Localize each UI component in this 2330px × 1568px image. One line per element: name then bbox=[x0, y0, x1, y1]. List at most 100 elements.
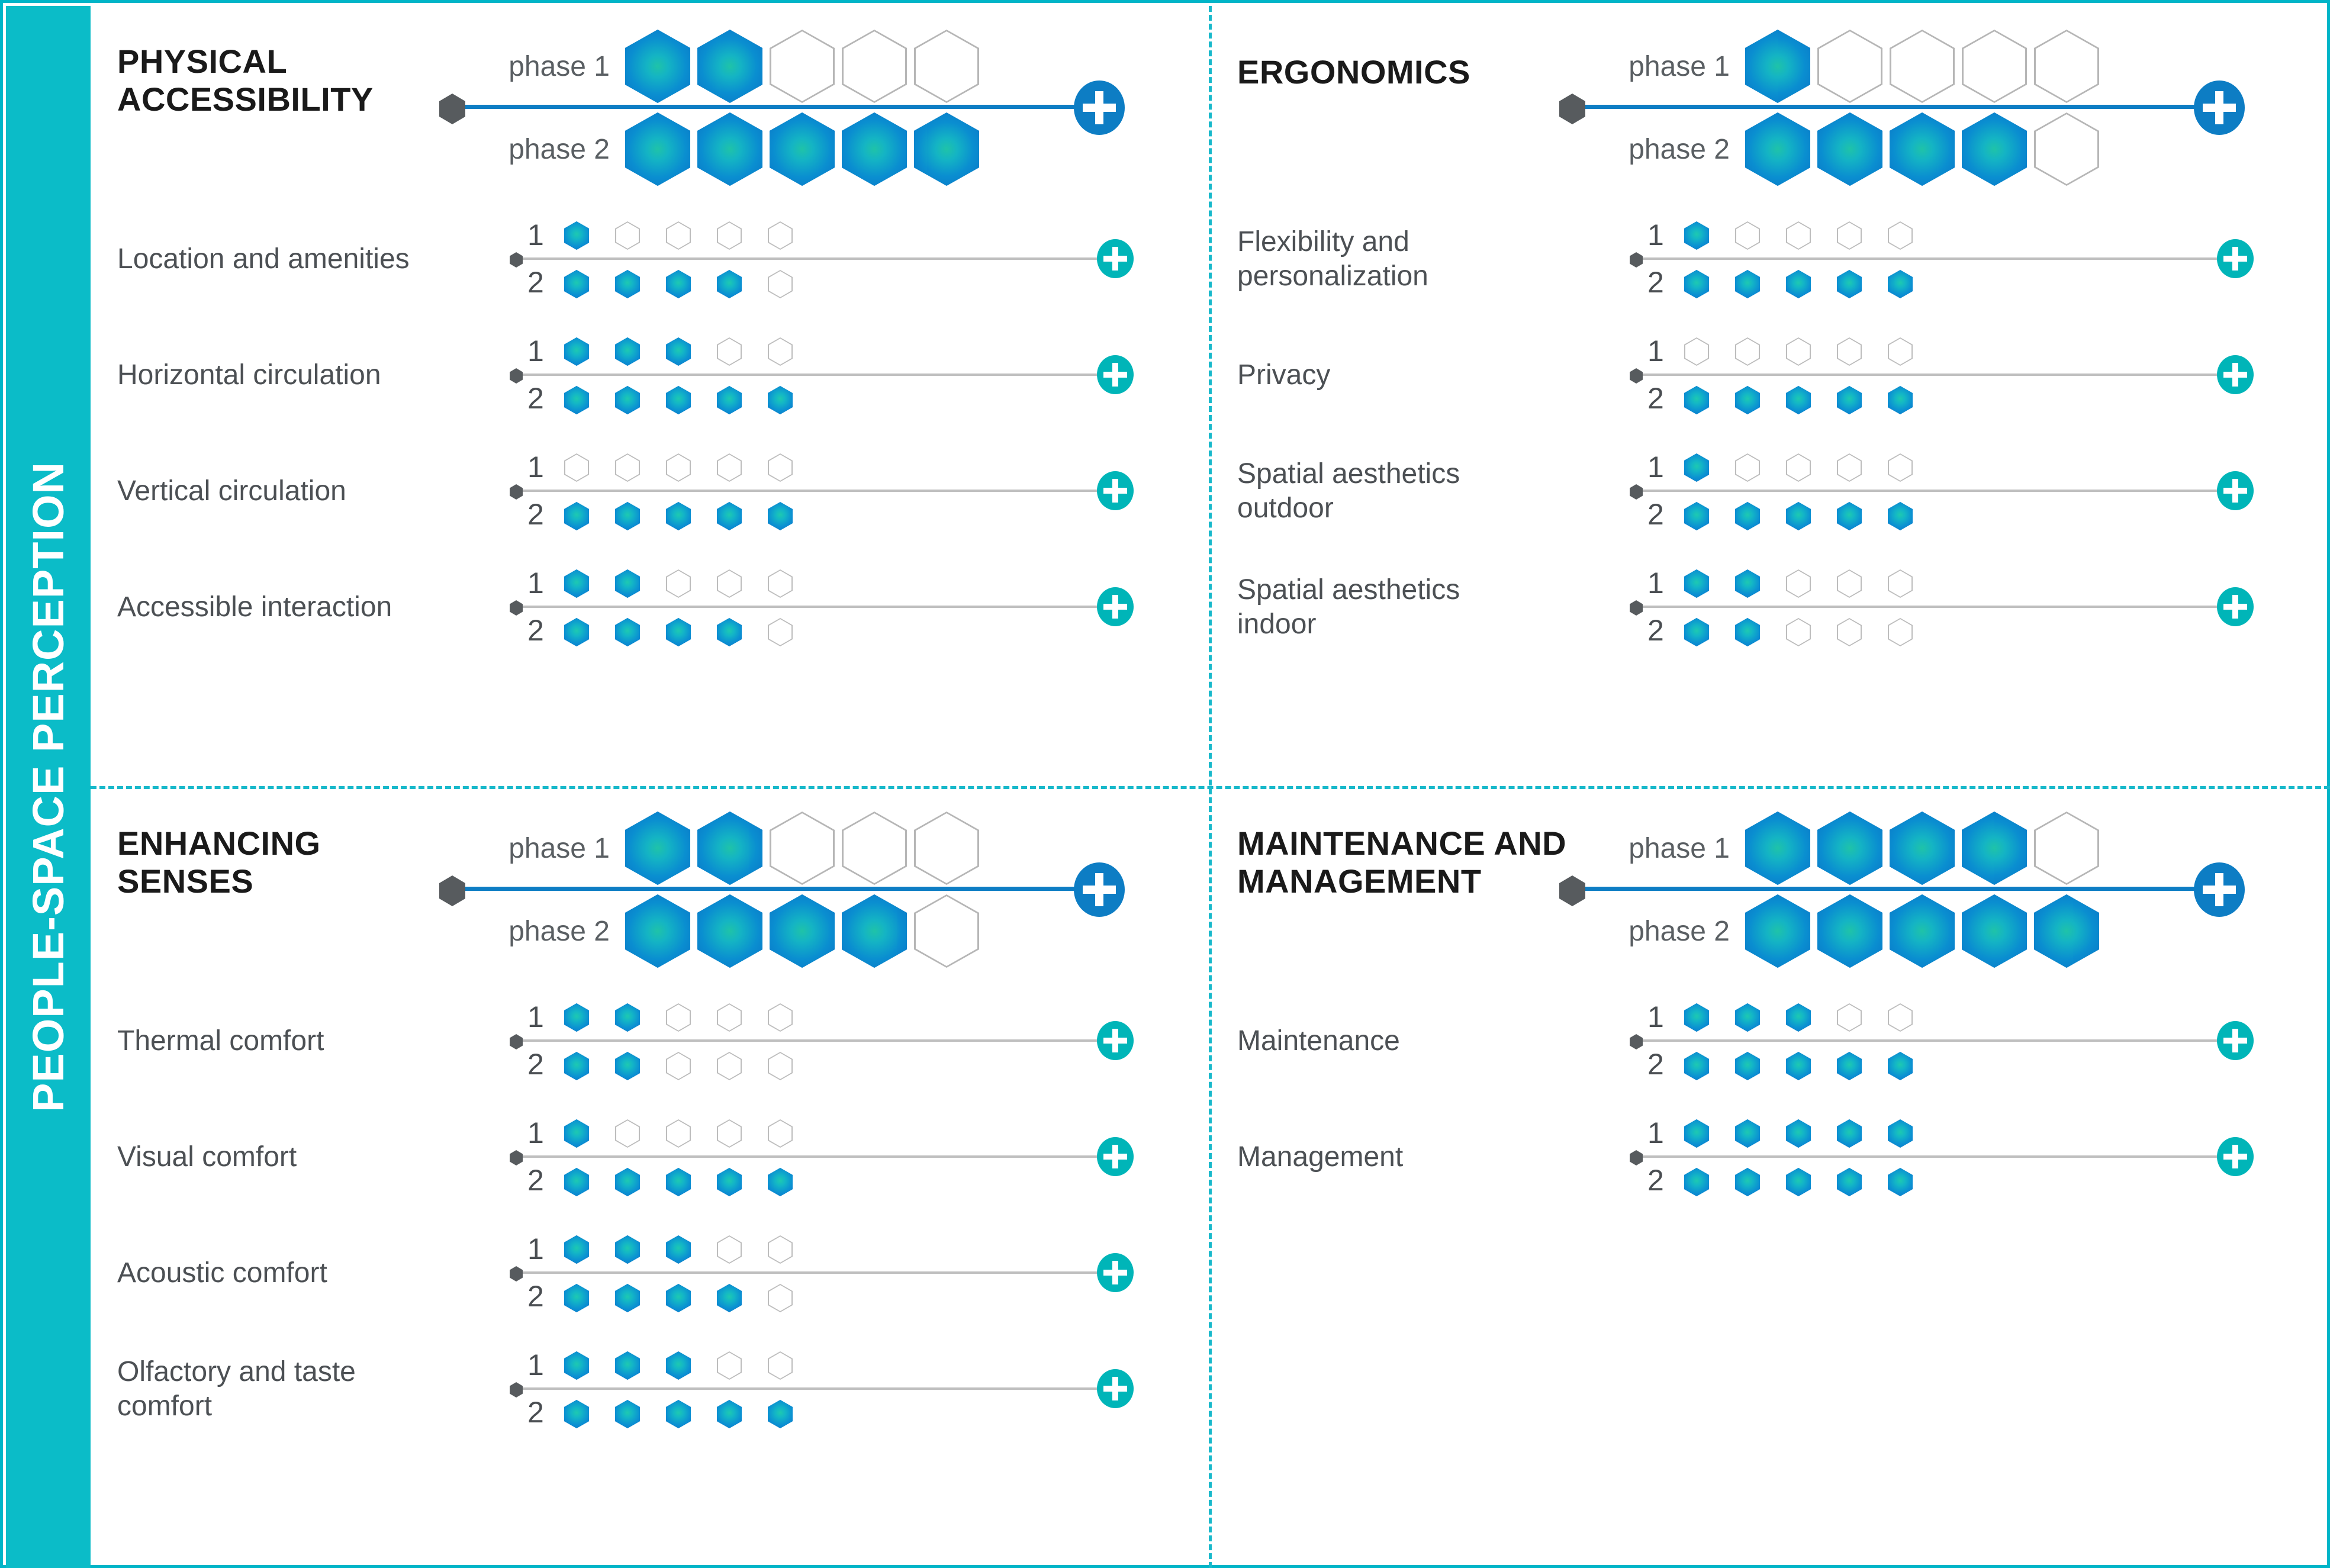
plus-icon[interactable] bbox=[1097, 587, 1134, 626]
phase2-rating[interactable] bbox=[1684, 386, 1913, 414]
plus-icon[interactable] bbox=[1097, 471, 1134, 510]
hexagon-fill bbox=[1837, 1168, 1862, 1196]
hexagon-fill bbox=[1837, 1119, 1862, 1148]
phase2-rating[interactable] bbox=[564, 386, 793, 414]
scale-axis bbox=[1638, 374, 2236, 376]
hexagon-unit bbox=[1888, 221, 1913, 250]
hexagon-unit bbox=[1735, 1003, 1760, 1032]
phase1-rating[interactable] bbox=[1684, 221, 1913, 250]
plus-icon[interactable] bbox=[2217, 355, 2254, 394]
hexagon-unit bbox=[615, 386, 640, 414]
hex-knob-icon[interactable] bbox=[1630, 252, 1643, 268]
phase2-rating[interactable] bbox=[564, 502, 793, 530]
plus-icon[interactable] bbox=[1074, 81, 1125, 135]
hexagon-unit bbox=[666, 1168, 691, 1196]
hex-knob-icon[interactable] bbox=[510, 368, 523, 384]
plus-icon[interactable] bbox=[1097, 1253, 1134, 1292]
phase1-rating[interactable] bbox=[564, 337, 793, 366]
phase2-rating[interactable] bbox=[564, 1168, 793, 1196]
plus-icon[interactable] bbox=[1097, 355, 1134, 394]
hex-knob-icon[interactable] bbox=[1630, 1150, 1643, 1165]
phase2-rating[interactable] bbox=[564, 1284, 793, 1312]
hexagon-fill bbox=[717, 1168, 742, 1196]
hex-knob-icon[interactable] bbox=[510, 1266, 523, 1282]
hexagon-unit bbox=[2034, 112, 2099, 186]
hexagon-outline bbox=[2034, 812, 2099, 885]
phase-rating[interactable] bbox=[625, 812, 979, 885]
hex-knob-icon[interactable] bbox=[1630, 484, 1643, 500]
phase2-rating[interactable] bbox=[1684, 618, 1913, 646]
phase1-rating[interactable] bbox=[1684, 1003, 1913, 1032]
phase2-rating[interactable] bbox=[1684, 1052, 1913, 1080]
phase1-rating[interactable] bbox=[1684, 1119, 1913, 1148]
phase-rating[interactable] bbox=[1745, 894, 2099, 968]
hex-knob-icon[interactable] bbox=[1630, 1034, 1643, 1049]
hexagon-fill bbox=[625, 112, 690, 186]
phase1-rating[interactable] bbox=[564, 1235, 793, 1264]
phase2-rating[interactable] bbox=[1684, 1168, 1913, 1196]
plus-icon[interactable] bbox=[1097, 1021, 1134, 1060]
hexagon-unit bbox=[1888, 569, 1913, 598]
hex-knob-icon[interactable] bbox=[510, 252, 523, 268]
hexagon-unit bbox=[1684, 1003, 1709, 1032]
plus-icon[interactable] bbox=[2217, 587, 2254, 626]
phase1-rating[interactable] bbox=[564, 453, 793, 482]
phase-number: 2 bbox=[527, 382, 544, 415]
hex-knob-icon[interactable] bbox=[1630, 600, 1643, 616]
phase1-rating[interactable] bbox=[564, 1351, 793, 1380]
phase-rating[interactable] bbox=[1745, 112, 2099, 186]
phase2-rating[interactable] bbox=[564, 618, 793, 646]
plus-icon[interactable] bbox=[1097, 1369, 1134, 1408]
hex-knob-icon[interactable] bbox=[510, 484, 523, 500]
plus-icon[interactable] bbox=[1074, 862, 1125, 917]
phase1-rating[interactable] bbox=[1684, 453, 1913, 482]
phase2-rating[interactable] bbox=[564, 1400, 793, 1428]
hex-knob-icon[interactable] bbox=[510, 600, 523, 616]
hexagon-unit bbox=[697, 812, 762, 885]
hexagon-unit bbox=[717, 1168, 742, 1196]
hexagon-unit bbox=[842, 812, 907, 885]
plus-icon[interactable] bbox=[1097, 1137, 1134, 1176]
plus-icon[interactable] bbox=[2217, 1021, 2254, 1060]
plus-icon[interactable] bbox=[2194, 81, 2245, 135]
phase1-rating[interactable] bbox=[564, 569, 793, 598]
plus-icon[interactable] bbox=[2217, 1137, 2254, 1176]
phase-rating[interactable] bbox=[1745, 812, 2099, 885]
hexagon-fill bbox=[1890, 112, 1955, 186]
hexagon-unit bbox=[666, 337, 691, 366]
hexagon-outline bbox=[768, 569, 793, 598]
hexagon-outline bbox=[1962, 30, 2027, 103]
hexagon-unit bbox=[615, 1351, 640, 1380]
phase-rating[interactable] bbox=[625, 894, 979, 968]
phase1-rating[interactable] bbox=[564, 1003, 793, 1032]
phase-rating[interactable] bbox=[625, 112, 979, 186]
hexagon-unit bbox=[1837, 386, 1862, 414]
hexagon-outline bbox=[1837, 618, 1862, 646]
hexagon-unit bbox=[1786, 569, 1811, 598]
phase-rating[interactable] bbox=[1745, 30, 2099, 103]
phase2-rating[interactable] bbox=[564, 270, 793, 298]
scale-axis bbox=[518, 1271, 1116, 1274]
plus-icon[interactable] bbox=[2194, 862, 2245, 917]
scale-axis bbox=[1638, 257, 2236, 260]
hex-knob-icon[interactable] bbox=[510, 1382, 523, 1398]
phase2-rating[interactable] bbox=[1684, 502, 1913, 530]
phase-rating[interactable] bbox=[625, 30, 979, 103]
hexagon-unit bbox=[564, 502, 589, 530]
hexagon-outline bbox=[768, 270, 793, 298]
phase1-rating[interactable] bbox=[564, 221, 793, 250]
phase1-rating[interactable] bbox=[564, 1119, 793, 1148]
hexagon-fill bbox=[770, 112, 835, 186]
plus-icon[interactable] bbox=[1097, 239, 1134, 278]
hexagon-unit bbox=[1786, 1003, 1811, 1032]
hex-knob-icon[interactable] bbox=[1630, 368, 1643, 384]
phase1-rating[interactable] bbox=[1684, 569, 1913, 598]
phase2-rating[interactable] bbox=[564, 1052, 793, 1080]
plus-icon[interactable] bbox=[2217, 471, 2254, 510]
plus-icon[interactable] bbox=[2217, 239, 2254, 278]
hex-knob-icon[interactable] bbox=[510, 1034, 523, 1049]
hex-knob-icon[interactable] bbox=[510, 1150, 523, 1165]
phase2-rating[interactable] bbox=[1684, 270, 1913, 298]
phase1-rating[interactable] bbox=[1684, 337, 1913, 366]
